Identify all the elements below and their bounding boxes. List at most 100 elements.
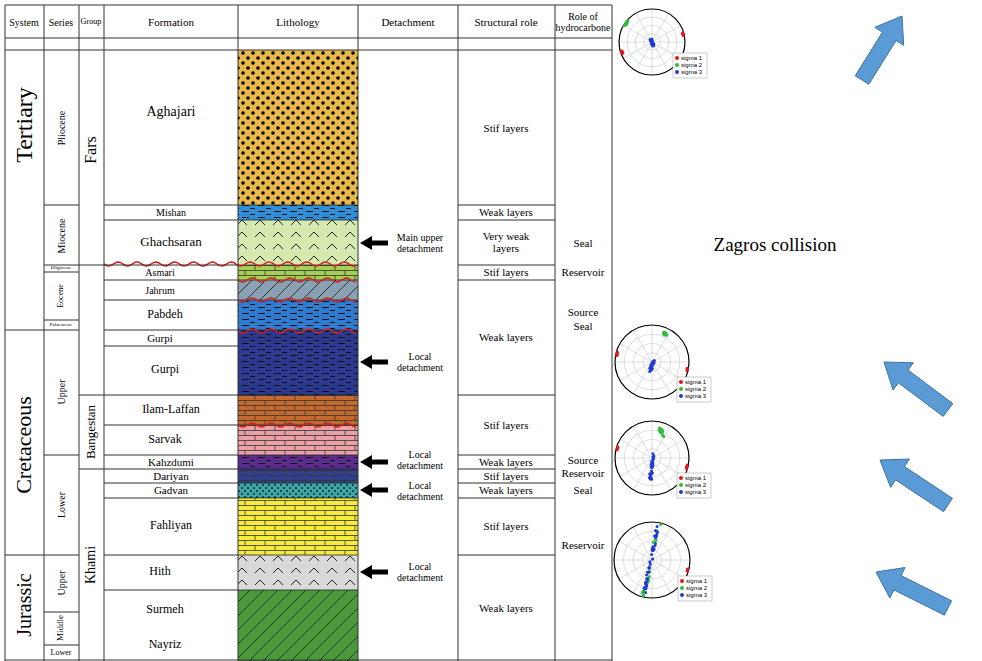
circle-shape bbox=[624, 22, 627, 25]
group-name: Fars bbox=[82, 136, 100, 164]
legend-entry: sigma 1 bbox=[680, 578, 707, 585]
series-name: Miocene bbox=[56, 219, 67, 254]
legend-entry: sigma 3 bbox=[680, 592, 707, 599]
circle-shape bbox=[650, 553, 653, 556]
circle-shape bbox=[651, 360, 654, 363]
formation-name: Asmari bbox=[145, 267, 174, 278]
hydrocarbon-role: Reservoir bbox=[562, 539, 605, 551]
rect-shape bbox=[238, 555, 358, 590]
path-shape bbox=[5, 5, 612, 661]
line-shape bbox=[615, 458, 652, 459]
detachment-arrows bbox=[360, 236, 388, 579]
line-shape bbox=[623, 26, 652, 43]
structural-role: Stif layers bbox=[484, 520, 529, 532]
stereonets bbox=[614, 9, 712, 601]
line-shape bbox=[619, 42, 652, 43]
circle-shape bbox=[664, 331, 667, 334]
circle-shape bbox=[686, 367, 689, 370]
column-header: Formation bbox=[148, 16, 194, 28]
path-shape bbox=[238, 205, 358, 590]
column-header: Structural role bbox=[474, 16, 537, 28]
circle-shape bbox=[616, 447, 619, 450]
lithology-column bbox=[238, 50, 358, 661]
circle-shape bbox=[686, 367, 689, 370]
circle-shape bbox=[659, 523, 662, 526]
path-shape bbox=[370, 488, 388, 493]
legend-text: sigma 3 bbox=[685, 489, 706, 495]
circle-shape bbox=[685, 466, 688, 469]
line-shape bbox=[652, 325, 653, 362]
path-shape bbox=[5, 330, 44, 555]
rect-shape bbox=[238, 483, 358, 498]
polygon-shape bbox=[360, 455, 372, 469]
legend-frame bbox=[673, 53, 707, 78]
line-shape bbox=[614, 560, 652, 561]
circle-shape bbox=[686, 567, 689, 570]
circle-shape bbox=[648, 570, 651, 573]
legend-text: sigma 2 bbox=[685, 482, 706, 488]
series-name: Eocene bbox=[57, 284, 66, 308]
legend-swatch bbox=[679, 394, 683, 398]
circle-shape bbox=[621, 51, 624, 54]
rect-shape bbox=[238, 50, 358, 205]
structural-role: Weak layers bbox=[479, 484, 533, 496]
path-shape bbox=[79, 265, 104, 469]
stereonet bbox=[619, 9, 707, 78]
series-name: Lower bbox=[56, 492, 67, 518]
line-shape bbox=[620, 440, 652, 459]
rect-shape bbox=[238, 265, 358, 280]
formation-name: Gadvan bbox=[154, 484, 188, 496]
circle-shape bbox=[651, 43, 654, 46]
circle-shape bbox=[651, 459, 654, 462]
circle-shape bbox=[686, 568, 689, 571]
line-shape bbox=[652, 560, 690, 561]
formation-name: Dariyan bbox=[153, 470, 188, 482]
rect-shape bbox=[238, 265, 358, 280]
legend-entry: sigma 1 bbox=[675, 55, 702, 62]
formation-name: Ilam-Laffan bbox=[142, 403, 200, 416]
legend-swatch bbox=[679, 476, 683, 480]
legend-swatch bbox=[679, 387, 683, 391]
line-shape bbox=[652, 426, 671, 458]
legend-text: sigma 3 bbox=[681, 69, 702, 75]
rect-shape bbox=[238, 300, 358, 330]
legend-entry: sigma 2 bbox=[680, 585, 707, 592]
line-shape bbox=[652, 560, 671, 593]
rect-shape bbox=[238, 280, 358, 300]
circle-shape bbox=[620, 50, 623, 53]
legend-swatch bbox=[679, 380, 683, 384]
rect-shape bbox=[238, 455, 358, 469]
series-name: Lower bbox=[51, 649, 72, 658]
circle-shape bbox=[681, 32, 684, 35]
line-shape bbox=[652, 421, 653, 458]
formation-name: Sarvak bbox=[148, 433, 181, 446]
hydrocarbon-role: Source bbox=[568, 306, 599, 318]
legend-swatch bbox=[675, 70, 679, 74]
circle-shape bbox=[686, 464, 689, 467]
circle-shape bbox=[650, 39, 653, 42]
line-shape bbox=[652, 458, 689, 459]
formation-name: Gurpi bbox=[147, 332, 173, 344]
formation-name: Nayriz bbox=[149, 638, 182, 651]
circle-shape bbox=[686, 568, 689, 571]
rect-shape bbox=[238, 220, 358, 265]
formation-name: Ghachsaran bbox=[140, 235, 201, 249]
legend-frame bbox=[677, 377, 711, 402]
detachment-label: Main upper detachment bbox=[389, 232, 451, 254]
structural-role: Weak layers bbox=[479, 456, 533, 468]
column-header: Series bbox=[49, 17, 73, 28]
structural-role: Stif layers bbox=[484, 419, 529, 431]
collision-label: Zagros collision bbox=[714, 235, 837, 256]
circle-shape bbox=[661, 429, 664, 432]
rect-shape bbox=[238, 220, 358, 265]
detachment-label: Local detachment bbox=[389, 561, 451, 583]
unconformity-line bbox=[238, 278, 356, 282]
structural-role: Stif layers bbox=[484, 266, 529, 278]
line-shape bbox=[633, 527, 652, 560]
group-name: Khami bbox=[83, 546, 98, 584]
circle-shape bbox=[649, 563, 652, 566]
structural-role: Weak layers bbox=[479, 602, 533, 614]
path-shape bbox=[104, 205, 238, 590]
rect-shape bbox=[238, 555, 358, 590]
